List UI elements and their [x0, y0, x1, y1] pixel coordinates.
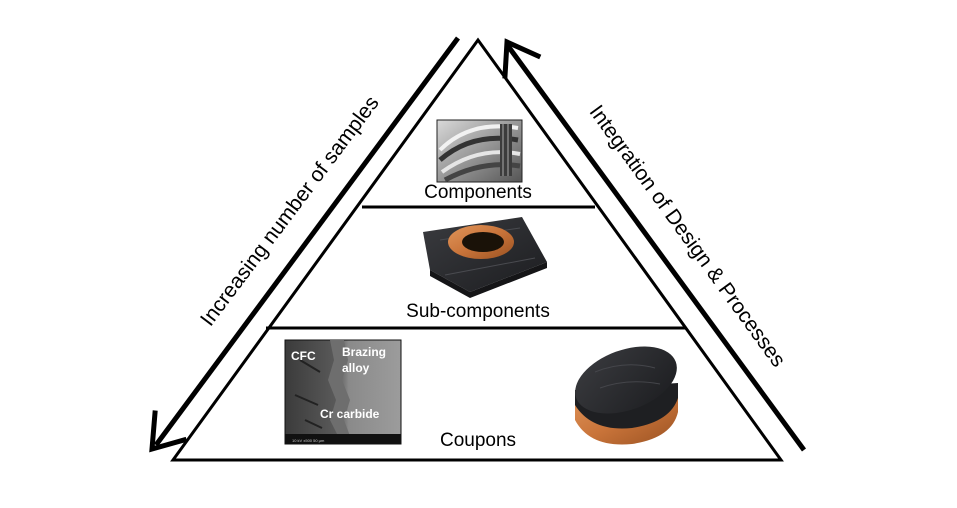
tier-label-coupons: Coupons [440, 430, 516, 451]
micrograph-label-carbide: Cr carbide [320, 407, 380, 421]
subcomponent-image [423, 217, 547, 298]
micrograph-label-alloy: alloy [342, 361, 370, 375]
micrograph-label-brazing: Brazing [342, 345, 386, 359]
micrograph-label-cfc: CFC [291, 349, 316, 363]
micrograph-image: 10 kV x500 50 µm [284, 339, 402, 445]
tier-label-subcomponents: Sub-components [406, 301, 550, 322]
components-image [436, 119, 523, 183]
right-arrow [502, 38, 807, 452]
left-arrow [149, 36, 461, 453]
svg-text:10 kV x500 50 µm: 10 kV x500 50 µm [292, 438, 325, 443]
tier-label-components: Components [424, 182, 532, 203]
coupon-image [575, 346, 678, 445]
